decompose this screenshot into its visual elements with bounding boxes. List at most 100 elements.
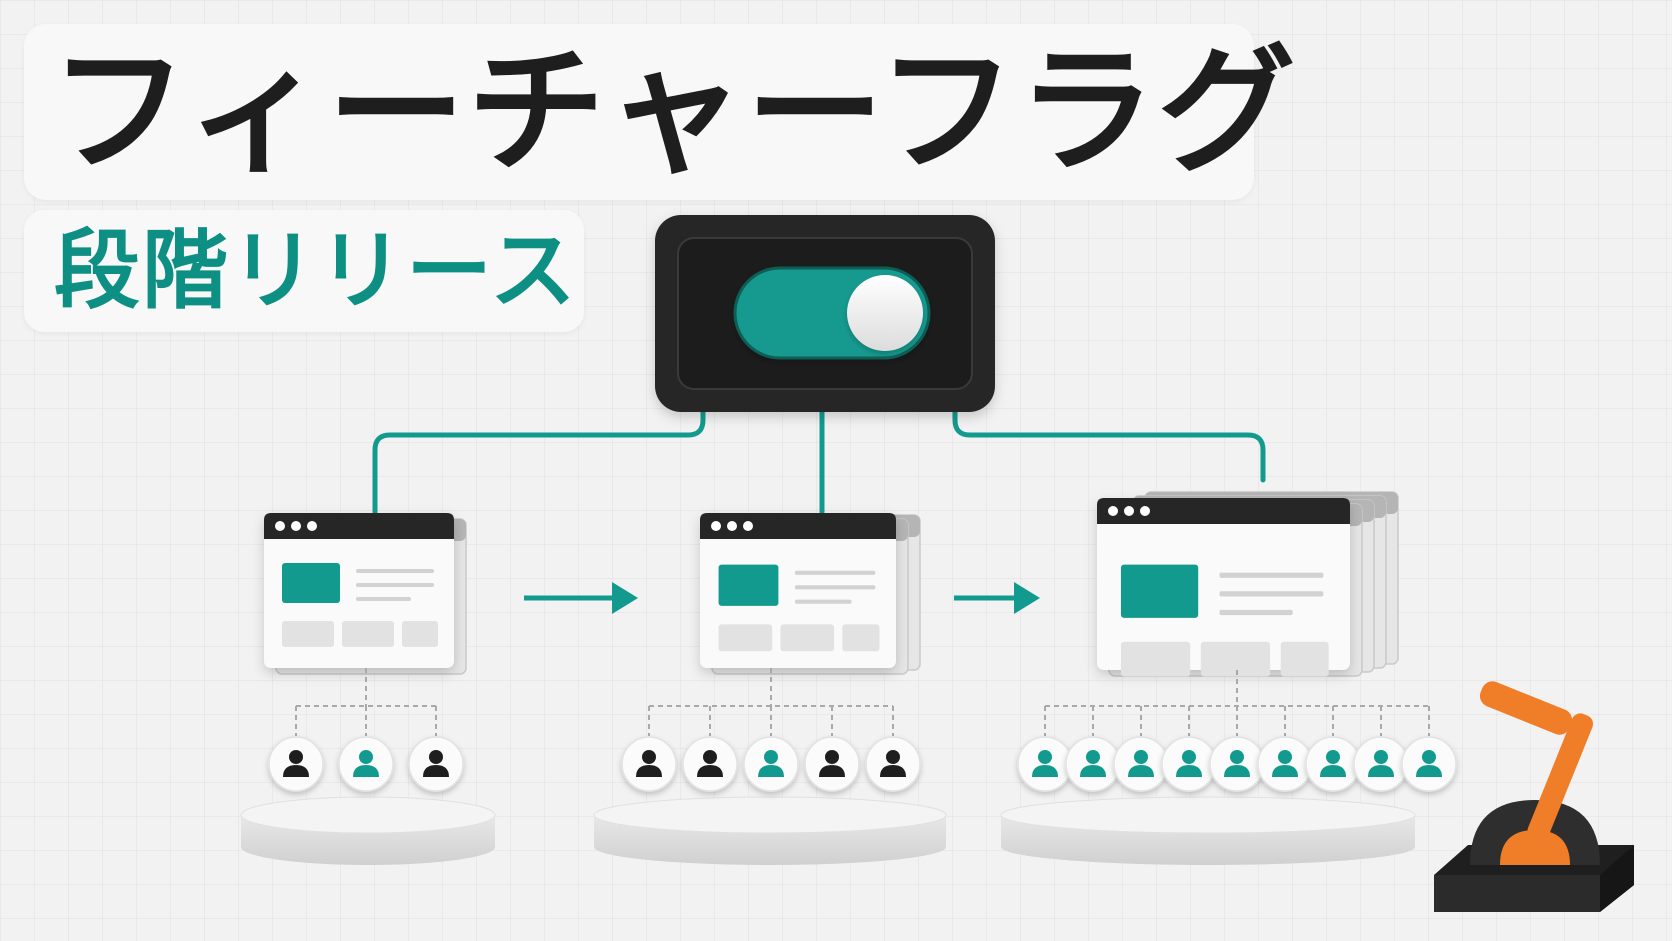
content-card-block [402, 621, 438, 647]
content-card-block [282, 621, 334, 647]
window-dot [743, 521, 753, 531]
content-text-line [1219, 609, 1293, 616]
browser-titlebar [700, 513, 896, 539]
user-body [1224, 765, 1250, 777]
user-icon [408, 736, 464, 792]
content-image-block [1120, 564, 1199, 618]
content-text-line [794, 570, 876, 575]
user-icon [1113, 736, 1169, 792]
arrow-right-icon [954, 582, 1040, 614]
window-dot [1108, 506, 1118, 516]
user-head [642, 750, 656, 764]
content-card-block [718, 624, 773, 652]
user-head [1134, 750, 1148, 764]
lever-icon[interactable] [1434, 678, 1634, 912]
window-dot [711, 521, 721, 531]
browser-window-icon [700, 513, 896, 668]
content-text-line [1219, 572, 1324, 578]
user-head [1374, 750, 1388, 764]
user-icon [621, 736, 677, 792]
user-icon [682, 736, 738, 792]
user-icon [1161, 736, 1217, 792]
user-body [636, 765, 662, 777]
content-image-block [282, 563, 340, 603]
user-icon [804, 736, 860, 792]
user-body [819, 765, 845, 777]
browser-titlebar [264, 513, 454, 539]
stage-2 [593, 513, 947, 865]
toggle-knob [847, 275, 923, 351]
content-text-line [356, 569, 434, 573]
stage-3 [1000, 491, 1457, 865]
user-body [1272, 765, 1298, 777]
user-icon [1257, 736, 1313, 792]
user-head [1086, 750, 1100, 764]
user-head [886, 750, 900, 764]
page-subtitle: 段階リリース [54, 221, 578, 321]
user-body [758, 765, 784, 777]
user-icon [865, 736, 921, 792]
user-body [353, 765, 379, 777]
user-head [1422, 750, 1436, 764]
user-head [764, 750, 778, 764]
browser-window-icon [264, 513, 454, 668]
subtitle-card: 段階リリース [24, 210, 584, 332]
user-body [1176, 765, 1202, 777]
user-head [1038, 750, 1052, 764]
content-text-line [356, 583, 434, 587]
content-text-line [794, 585, 876, 590]
user-icon [338, 736, 394, 792]
user-body [283, 765, 309, 777]
content-text-line [794, 599, 852, 604]
user-head [825, 750, 839, 764]
user-body [1368, 765, 1394, 777]
user-head [429, 750, 443, 764]
content-card-block [842, 624, 880, 652]
user-icon [268, 736, 324, 792]
feature-toggle[interactable] [655, 215, 995, 412]
user-head [1230, 750, 1244, 764]
user-head [1278, 750, 1292, 764]
user-icon [1209, 736, 1265, 792]
arrow-right-icon [524, 582, 638, 614]
user-body [880, 765, 906, 777]
stage-1 [240, 513, 496, 865]
user-body [423, 765, 449, 777]
platform-top [593, 796, 947, 834]
user-head [359, 750, 373, 764]
connector-stage-1 [372, 407, 706, 515]
content-card-block [342, 621, 394, 647]
content-card-block [780, 624, 835, 652]
platform-top [1000, 796, 1416, 834]
user-body [1320, 765, 1346, 777]
window-dot [307, 521, 317, 531]
user-body [1416, 765, 1442, 777]
window-dot [1124, 506, 1134, 516]
content-image-block [718, 564, 779, 606]
user-icon [1401, 736, 1457, 792]
window-dot [727, 521, 737, 531]
user-body [1080, 765, 1106, 777]
user-icon [1065, 736, 1121, 792]
content-card-block [1120, 641, 1191, 677]
user-icon [743, 736, 799, 792]
content-text-line [356, 597, 411, 601]
window-dot [275, 521, 285, 531]
user-icon [1017, 736, 1073, 792]
user-icon [1305, 736, 1361, 792]
content-card-block [1280, 641, 1329, 677]
user-body [1128, 765, 1154, 777]
window-dot [1140, 506, 1150, 516]
page-title: フィーチャーフラグ [50, 31, 1298, 192]
title-card: フィーチャーフラグ [24, 24, 1296, 200]
platform-top [240, 796, 496, 834]
user-icon [1353, 736, 1409, 792]
browser-frame [1097, 498, 1350, 670]
user-body [1032, 765, 1058, 777]
user-head [1326, 750, 1340, 764]
connector-stage-3 [952, 407, 1266, 483]
content-card-block [1200, 641, 1271, 677]
window-dot [291, 521, 301, 531]
browser-window-icon [1097, 498, 1350, 677]
